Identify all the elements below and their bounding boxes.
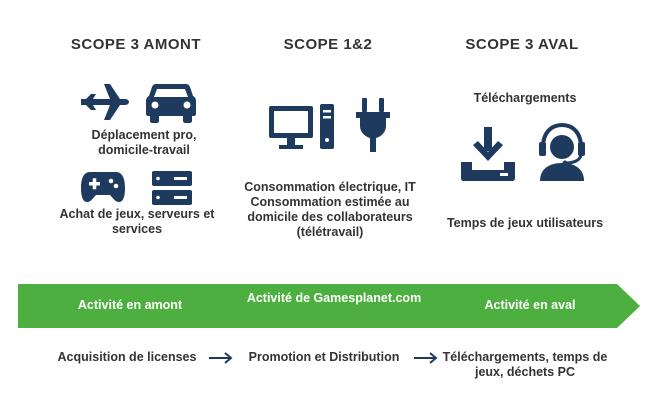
- server-icon: [152, 171, 192, 205]
- scope3-aval-title: SCOPE 3 AVAL: [465, 36, 579, 53]
- airplane-icon: [81, 84, 129, 120]
- deplacement-label: Déplacement pro, domicile-travail: [91, 128, 197, 157]
- chain-step-amont: Activité en amont: [77, 298, 183, 312]
- consommation-label: Consommation électrique, IT Consommation…: [244, 180, 416, 239]
- achat-label: Achat de jeux, serveurs et services: [59, 207, 215, 236]
- chain-arrow-aval: [420, 284, 640, 328]
- chain-step-gamesplanet: Activité de Gamesplanet.com: [246, 291, 422, 305]
- scope3-amont-title: SCOPE 3 AMONT: [70, 36, 202, 53]
- temps-jeux-label: Temps de jeux utilisateurs: [446, 216, 604, 230]
- flow-telechargements: Téléchargements, temps de jeux, déchets …: [442, 350, 608, 379]
- arrow-right-icon: [209, 352, 233, 364]
- chain-arrow-gamesplanet: [219, 284, 445, 328]
- telechargements-label: Téléchargements: [473, 91, 577, 105]
- scope12-title: SCOPE 1&2: [283, 36, 373, 53]
- flow-promotion: Promotion et Distribution: [248, 350, 400, 364]
- arrow-right-icon: [414, 352, 438, 364]
- computer-icon: [269, 104, 334, 149]
- headset-user-icon: [539, 122, 585, 181]
- flow-acquisition: Acquisition de licenses: [57, 350, 197, 364]
- gamepad-icon: [81, 172, 125, 202]
- chain-step-aval: Activité en aval: [484, 298, 576, 312]
- download-icon: [461, 127, 515, 181]
- chain-arrow-amont: [18, 284, 244, 328]
- power-plug-icon: [356, 98, 390, 152]
- car-icon: [146, 84, 196, 123]
